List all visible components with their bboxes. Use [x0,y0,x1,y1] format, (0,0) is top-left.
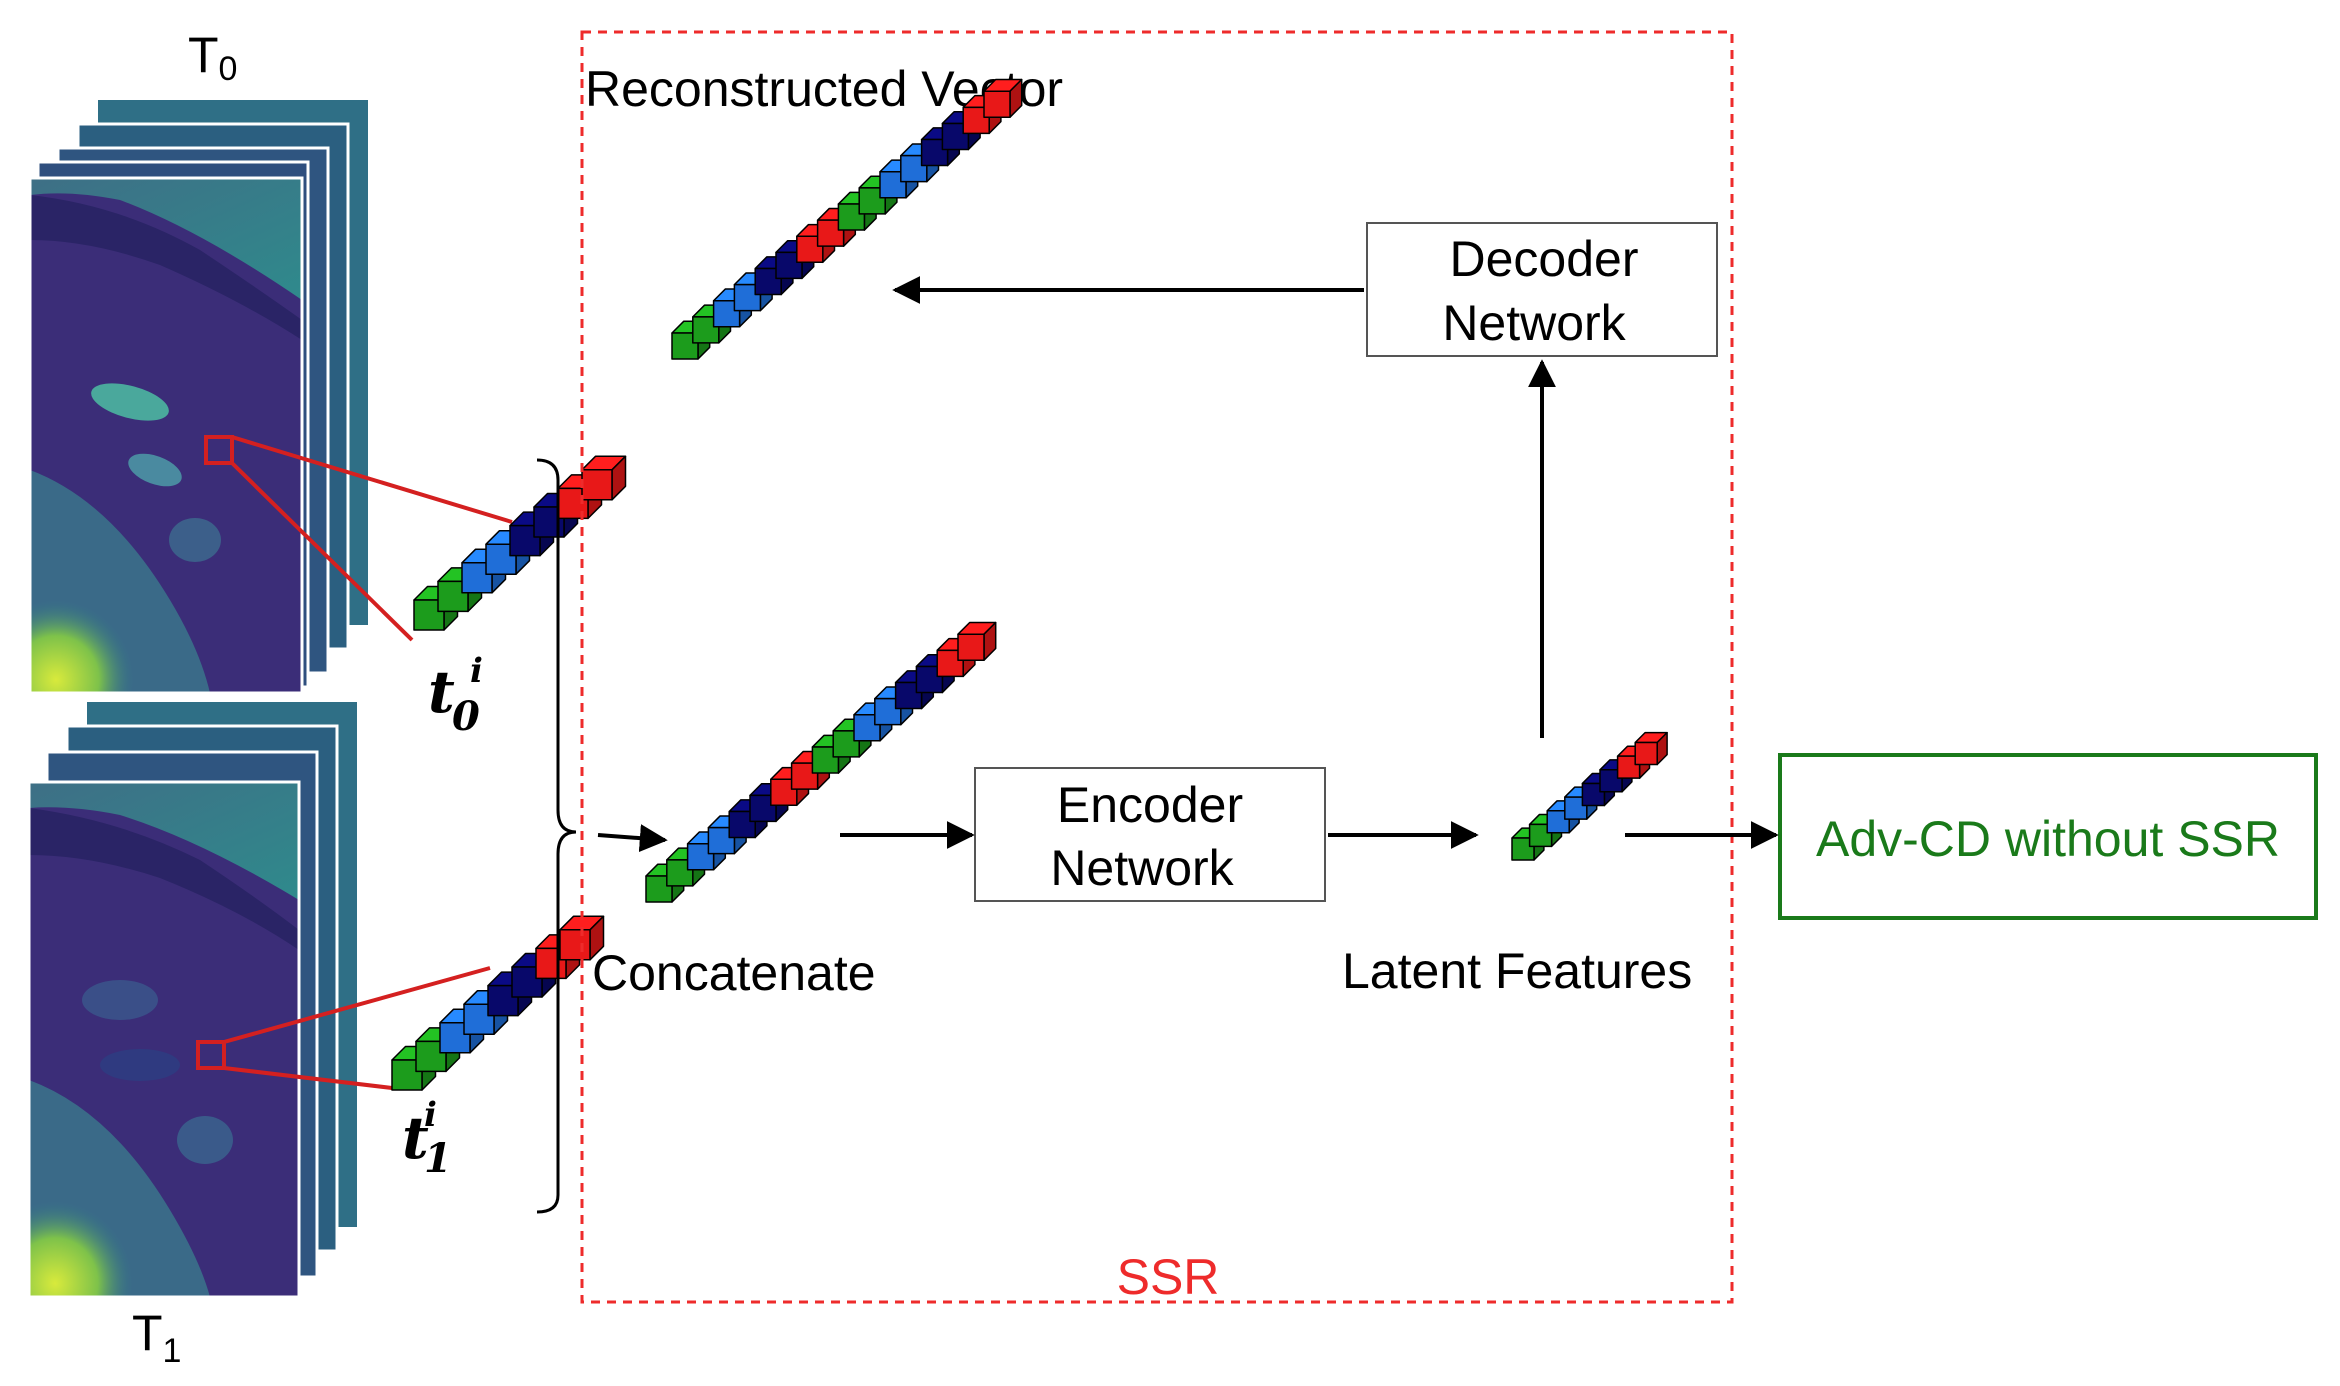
svg-text:i: i [470,651,483,691]
ssr-box [580,30,1734,1304]
concatenated-vector-icon [645,621,997,903]
right-brace-icon [536,458,577,1214]
encoder-network-box: Encoder Network [974,767,1326,902]
svg-text:Adv-CD without SSR: Adv-CD without SSR [1816,811,2280,867]
concatenate-label: Concatenate [592,945,876,1001]
t1-vector-icon [391,915,605,1091]
t0-label: T0 [188,27,237,88]
svg-text:1: 1 [424,1135,452,1182]
t1-image-stack-icon [27,702,357,1299]
latent-features-label: Latent Features [1342,943,1692,999]
t1-vector-label: t i 1 [402,1095,452,1182]
decoder-network-box: Decoder Network [1366,222,1718,357]
t0-image-stack-icon [28,100,368,695]
ssr-label: SSR [1117,1249,1220,1305]
arrow-brace-to-concat [597,824,668,853]
flow-arrows [597,276,1779,853]
svg-text:Network: Network [1442,295,1626,351]
svg-text:Network: Network [1050,840,1234,896]
t1-label: T1 [132,1305,181,1370]
svg-text:i: i [424,1095,437,1135]
latent-features-icon [1511,731,1668,861]
t0-vector-icon [413,455,627,631]
svg-text:t: t [428,658,455,726]
svg-text:T0: T0 [188,27,237,88]
t1-pixel-highlight [196,966,491,1090]
t0-pixel-highlight [204,435,513,642]
svg-text:0: 0 [452,693,480,740]
svg-text:T1: T1 [132,1305,181,1370]
svg-text:t: t [402,1104,429,1172]
svg-text:Decoder: Decoder [1450,231,1639,287]
output-box: Adv-CD without SSR [1778,753,2318,920]
svg-text:Encoder: Encoder [1057,777,1243,833]
t0-vector-label: t i 0 [428,651,483,740]
reconstructed-vector-icon [671,78,1023,360]
